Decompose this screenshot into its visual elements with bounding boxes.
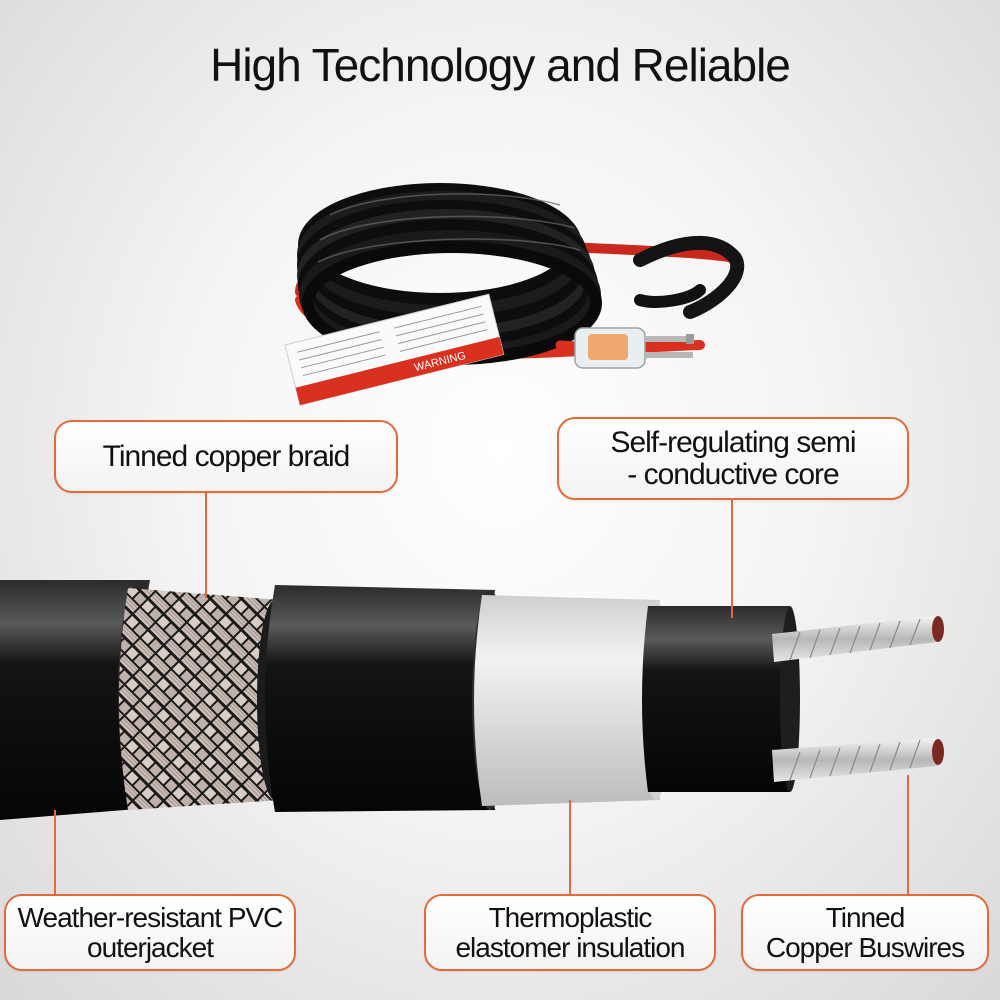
label-pvc-outerjacket: Weather-resistant PVC outerjacket <box>4 894 296 971</box>
label-tinned-copper-braid-line1: Tinned copper braid <box>102 439 351 473</box>
inner-jacket <box>265 585 508 812</box>
copper-buswires <box>772 616 944 782</box>
label-thermoplastic-insulation-line1: Thermoplastic <box>488 902 653 934</box>
label-copper-buswires-line2: Copper Buswires <box>765 931 965 963</box>
leader-buswires <box>907 775 909 895</box>
plug-icon <box>574 327 694 369</box>
label-pvc-outerjacket-line1: Weather-resistant PVC <box>17 902 284 934</box>
page-title: High Technology and Reliable <box>210 39 791 91</box>
label-thermoplastic-insulation: Thermoplastic elastomer insulation <box>424 894 716 971</box>
label-pvc-outerjacket-line2: outerjacket <box>87 931 214 963</box>
label-semi-conductive-core-line2: - conductive core <box>627 457 839 491</box>
label-semi-conductive-core: Self-regulating semi - conductive core <box>557 417 909 500</box>
leader-pvc <box>54 810 56 895</box>
leader-braid <box>205 493 207 598</box>
label-copper-buswires-line1: Tinned <box>825 902 906 934</box>
leader-insulation <box>569 800 571 896</box>
label-semi-conductive-core-line1: Self-regulating semi <box>610 426 856 459</box>
warning-tag: WARNING <box>284 293 505 406</box>
label-copper-buswires: Tinned Copper Buswires <box>741 894 989 971</box>
label-thermoplastic-insulation-line2: elastomer insulation <box>455 931 685 963</box>
thermoplastic-insulation <box>474 595 670 806</box>
label-tinned-copper-braid: Tinned copper braid <box>54 420 398 493</box>
leader-core <box>731 500 733 618</box>
